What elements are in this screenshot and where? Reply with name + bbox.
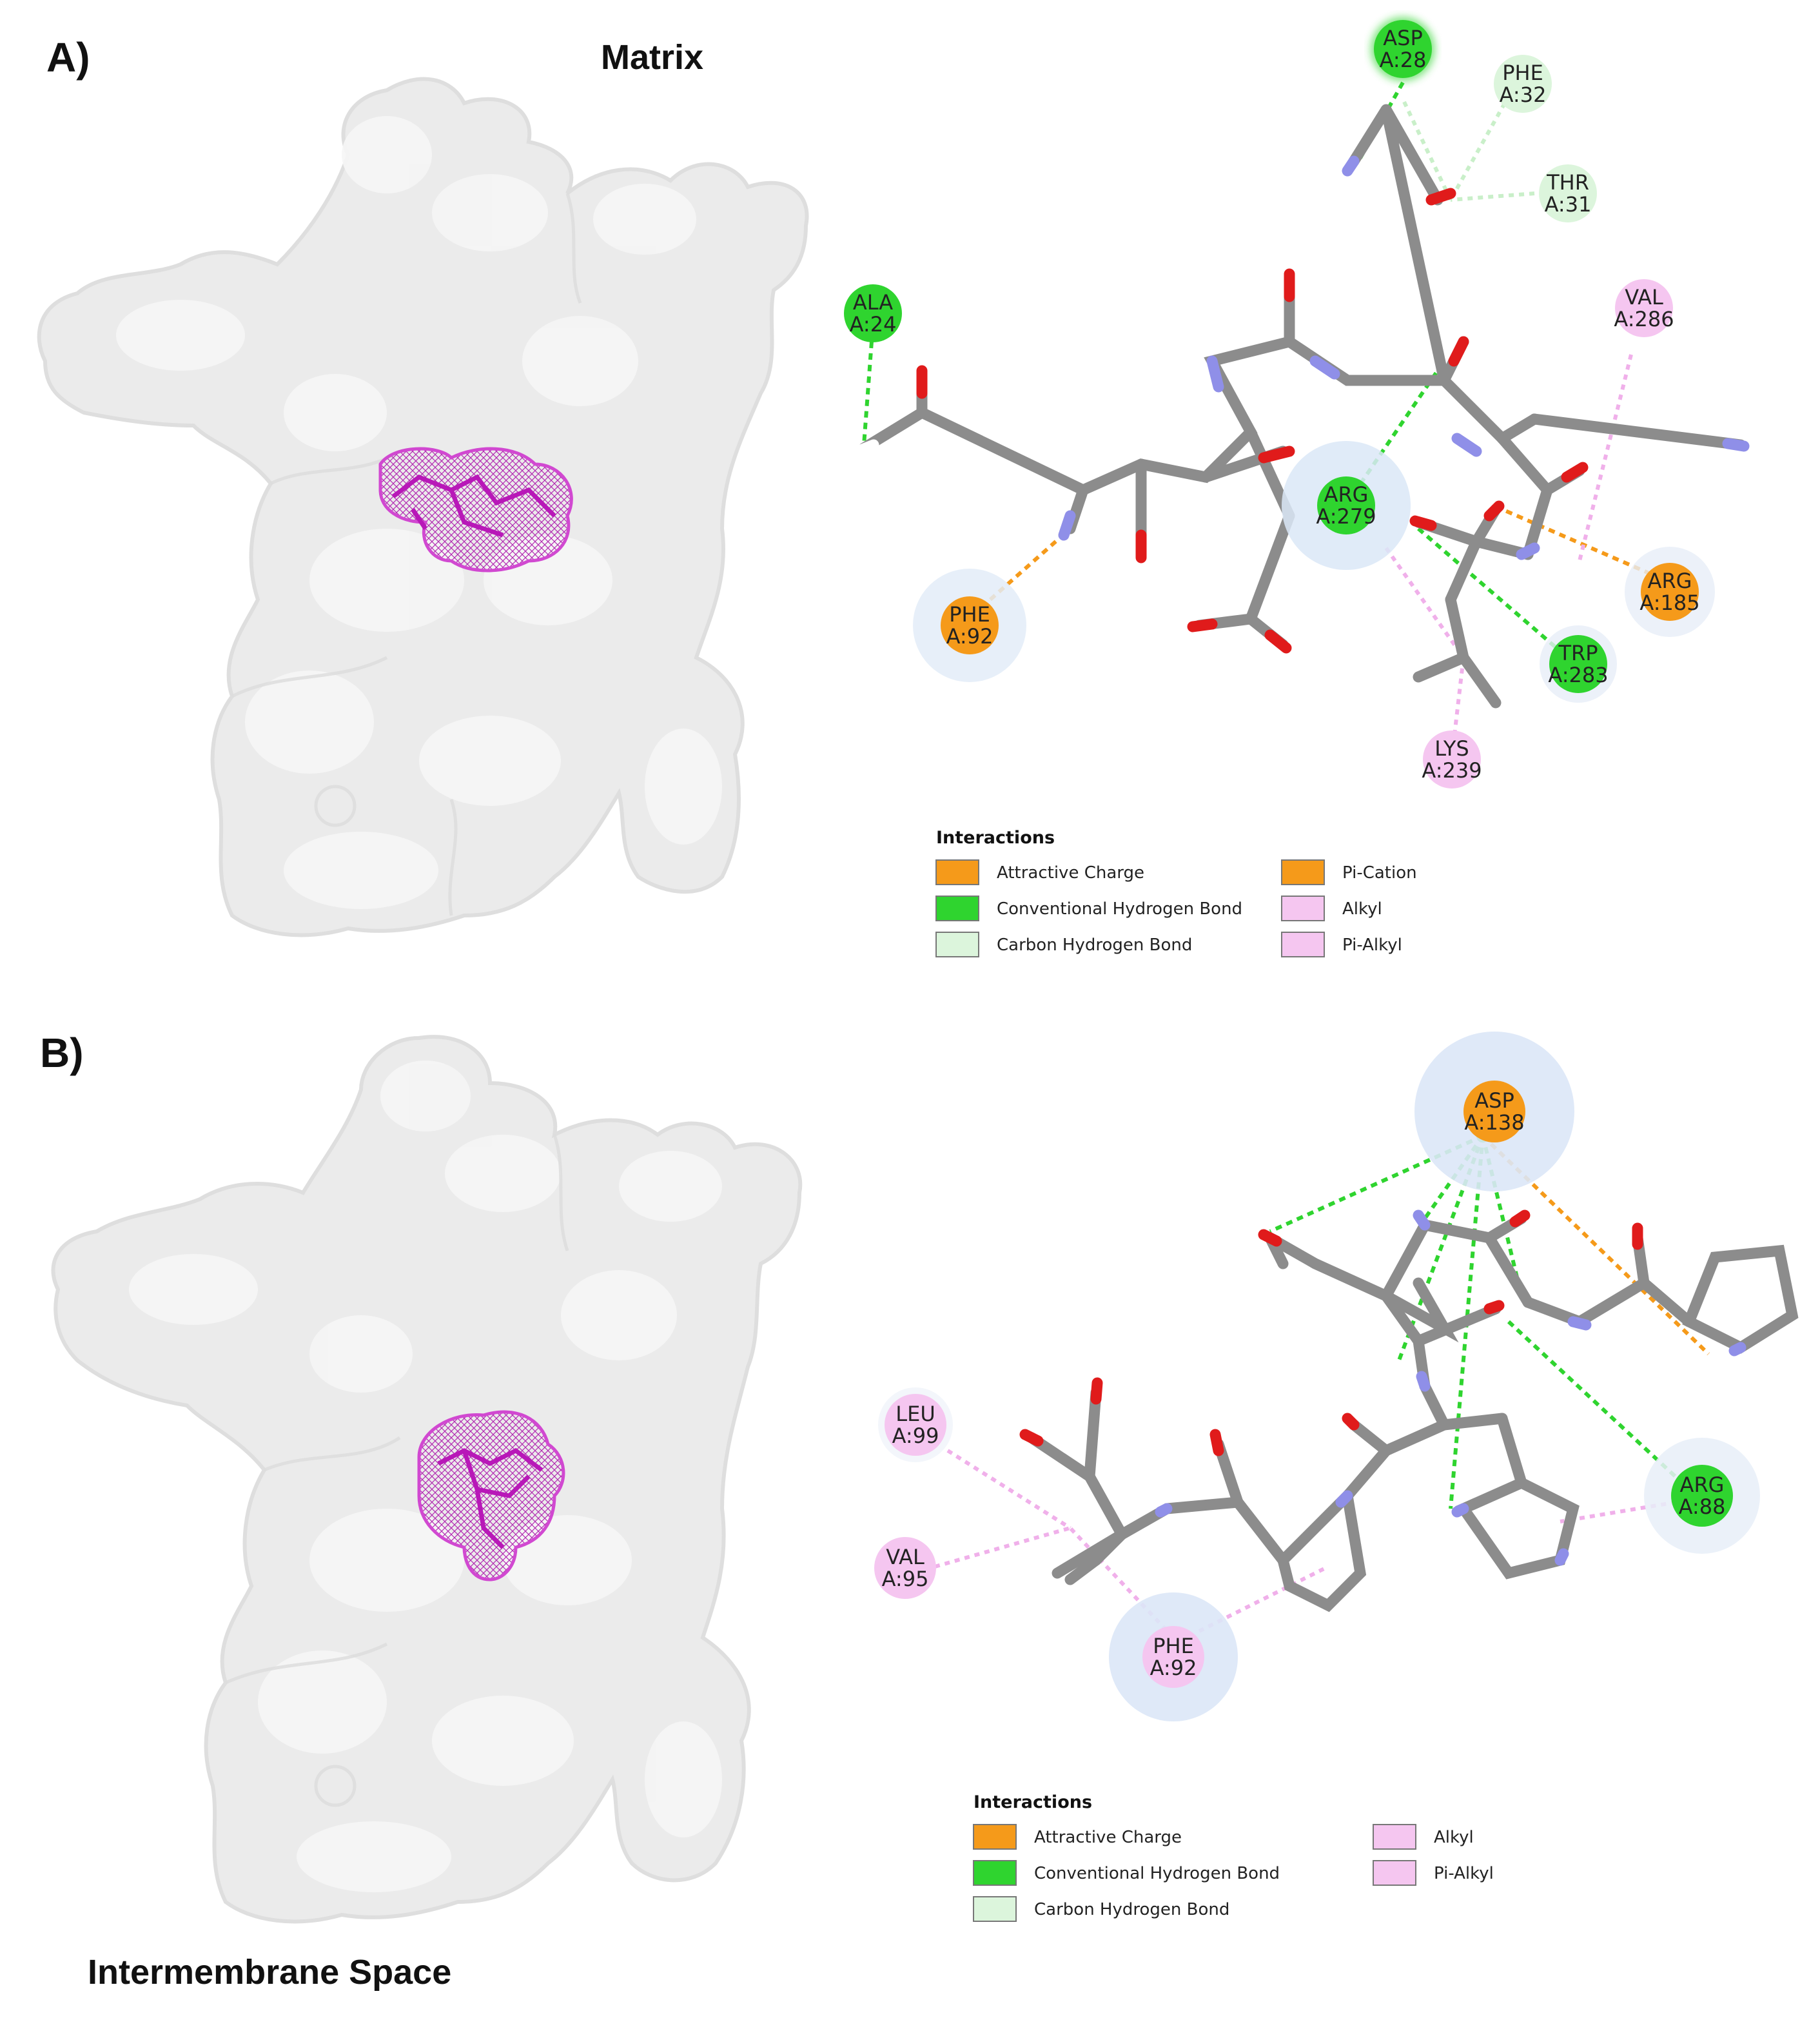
panel-a-region-title: Matrix — [601, 38, 704, 77]
panel-b-ligand-2d — [1019, 1209, 1799, 1612]
svg-text:A:239: A:239 — [1422, 758, 1482, 783]
legend-item-pi-alkyl-b: Pi-Alkyl — [1373, 1860, 1494, 1886]
svg-text:A:185: A:185 — [1639, 591, 1699, 615]
svg-text:A:24: A:24 — [850, 312, 897, 337]
legend-item-conventional-hbond: Conventional Hydrogen Bond — [935, 896, 1242, 921]
svg-text:A:28: A:28 — [1380, 48, 1427, 72]
svg-text:VAL: VAL — [1625, 285, 1663, 309]
svg-text:ASP: ASP — [1474, 1088, 1514, 1113]
panel-b-label: B) — [40, 1030, 84, 1076]
alkyl-lys239 — [1453, 657, 1465, 736]
svg-text:Carbon Hydrogen Bond: Carbon Hydrogen Bond — [1034, 1900, 1229, 1919]
panel-b-residues: ASP A:138 LEU A:99 VAL A:95 PHE A:92 ARG… — [874, 1032, 1760, 1721]
svg-text:ARG: ARG — [1324, 482, 1369, 507]
legend-item-alkyl: Alkyl — [1281, 896, 1382, 921]
svg-text:A:88: A:88 — [1679, 1494, 1726, 1519]
legend-item-conventional-hbond-b: Conventional Hydrogen Bond — [973, 1860, 1280, 1886]
svg-text:ARG: ARG — [1648, 569, 1692, 593]
svg-text:Interactions: Interactions — [936, 828, 1055, 848]
svg-text:A:138: A:138 — [1464, 1110, 1524, 1135]
svg-text:ALA: ALA — [853, 290, 893, 315]
legend-item-pi-cation: Pi-Cation — [1281, 859, 1417, 885]
residue-trp283: TRP A:283 — [1540, 625, 1617, 703]
svg-text:VAL: VAL — [886, 1545, 925, 1569]
svg-text:Pi-Cation: Pi-Cation — [1342, 863, 1417, 883]
residue-phe32: PHE A:32 — [1494, 55, 1552, 113]
svg-text:Alkyl: Alkyl — [1434, 1828, 1474, 1847]
residue-leu99: LEU A:99 — [878, 1387, 953, 1462]
residue-arg88: ARG A:88 — [1644, 1438, 1760, 1554]
svg-text:A:92: A:92 — [946, 624, 993, 649]
svg-text:A:95: A:95 — [882, 1567, 929, 1591]
svg-text:LEU: LEU — [895, 1402, 935, 1426]
svg-text:PHE: PHE — [1153, 1634, 1194, 1658]
svg-text:PHE: PHE — [1502, 61, 1543, 85]
panel-a-label: A) — [46, 34, 90, 81]
svg-text:Conventional Hydrogen Bond: Conventional Hydrogen Bond — [1034, 1864, 1280, 1883]
svg-text:A:286: A:286 — [1614, 307, 1674, 331]
legend-item-attractive-charge: Attractive Charge — [935, 859, 1144, 885]
legend-item-attractive-charge-b: Attractive Charge — [973, 1824, 1182, 1850]
panel-b-legend: Interactions Attractive Charge Conventio… — [973, 1792, 1494, 1922]
residue-asp138: ASP A:138 — [1414, 1032, 1574, 1191]
svg-text:A:32: A:32 — [1500, 83, 1547, 107]
residue-arg185: ARG A:185 — [1625, 547, 1715, 637]
residue-ala24: ALA A:24 — [844, 284, 902, 342]
svg-text:ARG: ARG — [1680, 1473, 1725, 1497]
panel-a-ligand-2d — [855, 104, 1750, 709]
hbond-ala24 — [862, 341, 874, 446]
legend-item-pi-alkyl: Pi-Alkyl — [1281, 932, 1402, 957]
residue-phe92: PHE A:92 — [913, 569, 1026, 682]
svg-text:Carbon Hydrogen Bond: Carbon Hydrogen Bond — [997, 935, 1192, 955]
chbond-asp28b — [1402, 101, 1453, 201]
svg-text:Pi-Alkyl: Pi-Alkyl — [1434, 1864, 1494, 1883]
svg-text:Alkyl: Alkyl — [1342, 899, 1382, 919]
residue-val286: VAL A:286 — [1614, 279, 1674, 337]
panel-a-ligand-mesh — [378, 447, 573, 573]
svg-text:Attractive Charge: Attractive Charge — [1034, 1828, 1182, 1847]
svg-text:ASP: ASP — [1383, 26, 1423, 50]
chbond-thr31 — [1450, 191, 1535, 202]
chbond-phe32 — [1449, 102, 1507, 201]
svg-text:TRP: TRP — [1558, 641, 1598, 665]
charge-arg185 — [1501, 507, 1652, 576]
svg-text:A:279: A:279 — [1316, 504, 1376, 529]
svg-text:Attractive Charge: Attractive Charge — [997, 863, 1144, 883]
panel-a-legend: Interactions Attractive Charge Conventio… — [935, 828, 1417, 957]
legend-item-alkyl-b: Alkyl — [1373, 1824, 1474, 1850]
panel-b-region-title: Intermembrane Space — [88, 1953, 452, 1992]
legend-item-carbon-hbond: Carbon Hydrogen Bond — [935, 932, 1192, 957]
svg-text:A:92: A:92 — [1150, 1656, 1197, 1680]
alkyl-arg279 — [1384, 547, 1465, 659]
panel-b-interaction-lines — [934, 1134, 1710, 1640]
svg-text:THR: THR — [1546, 170, 1589, 195]
residue-val95: VAL A:95 — [874, 1537, 936, 1599]
svg-text:PHE: PHE — [949, 602, 990, 627]
residue-arg279: ARG A:279 — [1282, 441, 1411, 570]
alkyl-val286 — [1578, 354, 1633, 562]
hbond-trp283 — [1417, 527, 1561, 653]
svg-text:Conventional Hydrogen Bond: Conventional Hydrogen Bond — [997, 899, 1242, 919]
svg-text:Pi-Alkyl: Pi-Alkyl — [1342, 935, 1402, 955]
residue-lys239: LYS A:239 — [1422, 730, 1482, 788]
panel-a-residues: ASP A:28 PHE A:32 THR A:31 ALA A:24 VAL … — [844, 17, 1715, 788]
residue-asp28: ASP A:28 — [1371, 17, 1435, 81]
svg-text:A:99: A:99 — [892, 1424, 939, 1448]
svg-text:Interactions: Interactions — [974, 1792, 1092, 1812]
legend-item-carbon-hbond-b: Carbon Hydrogen Bond — [973, 1896, 1229, 1922]
svg-text:LYS: LYS — [1434, 736, 1469, 761]
panel-b-ligand-mesh — [417, 1410, 565, 1581]
residue-thr31: THR A:31 — [1539, 164, 1597, 222]
svg-text:A:283: A:283 — [1548, 663, 1608, 687]
residue-phe92-b: PHE A:92 — [1109, 1592, 1238, 1721]
svg-text:A:31: A:31 — [1545, 192, 1592, 217]
